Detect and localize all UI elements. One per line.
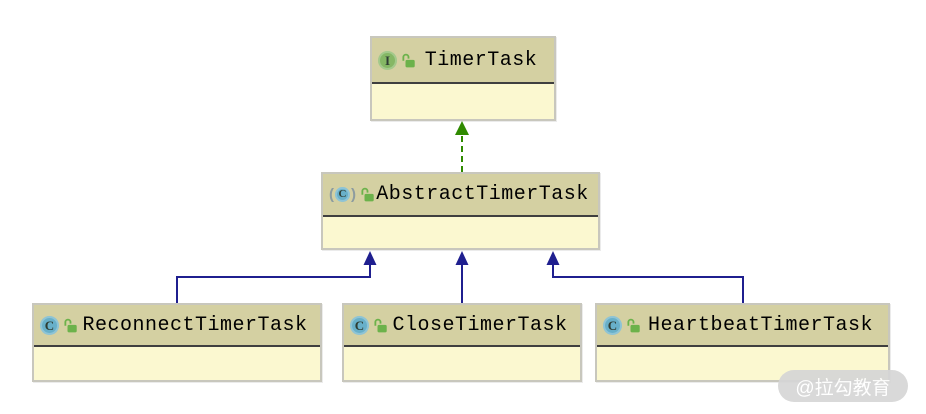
- unlocked-padlock-icon: [402, 53, 415, 67]
- class-name: CloseTimerTask: [392, 313, 568, 337]
- class-icon: C: [335, 187, 350, 202]
- class-icon: C: [350, 315, 369, 335]
- class-node-heartbeattimertask[interactable]: C HeartbeatTimerTask: [595, 303, 890, 382]
- unlocked-padlock-icon: [361, 187, 374, 202]
- class-node-reconnecttimertask[interactable]: C ReconnectTimerTask: [32, 303, 322, 382]
- edge-extends-heartbeattimertask-abstracttimertask: [546, 251, 744, 303]
- class-node-abstracttimertask[interactable]: ( C ) AbstractTimerTask: [321, 172, 600, 250]
- unlocked-padlock-icon: [627, 318, 640, 332]
- unlocked-padlock-icon: [374, 318, 387, 332]
- class-name: AbstractTimerTask: [376, 183, 589, 206]
- node-header: C ReconnectTimerTask: [34, 305, 320, 347]
- class-name: TimerTask: [424, 48, 538, 72]
- class-name: HeartbeatTimerTask: [647, 313, 874, 337]
- node-header: I TimerTask: [372, 38, 554, 84]
- class-node-closetimertask[interactable]: C CloseTimerTask: [342, 303, 582, 382]
- abstract-paren-open: (: [329, 186, 334, 203]
- edge-extends-closetimertask-abstracttimertask: [455, 251, 469, 303]
- edge-extends-reconnecttimertask-abstracttimertask: [176, 251, 377, 303]
- edge-implements-abstracttimertask-timertask: [455, 121, 469, 172]
- node-icons: C: [40, 315, 78, 335]
- node-icons: I: [378, 50, 416, 70]
- node-header: C CloseTimerTask: [344, 305, 580, 347]
- node-header: C HeartbeatTimerTask: [597, 305, 888, 347]
- class-icon: C: [603, 315, 622, 335]
- abstract-paren-close: ): [351, 186, 356, 203]
- node-header: ( C ) AbstractTimerTask: [323, 174, 598, 217]
- class-node-timertask[interactable]: I TimerTask: [370, 36, 556, 121]
- watermark-text: @拉勾教育: [795, 377, 891, 399]
- node-icons: C: [603, 315, 641, 335]
- unlocked-padlock-icon: [64, 318, 77, 332]
- watermark-badge: @拉勾教育: [778, 370, 908, 402]
- node-icons: ( C ): [329, 187, 375, 202]
- abstract-class-icon: ( C ): [329, 187, 356, 202]
- class-icon: C: [40, 315, 59, 335]
- node-icons: C: [350, 315, 388, 335]
- interface-icon: I: [378, 50, 397, 70]
- class-name: ReconnectTimerTask: [82, 313, 308, 337]
